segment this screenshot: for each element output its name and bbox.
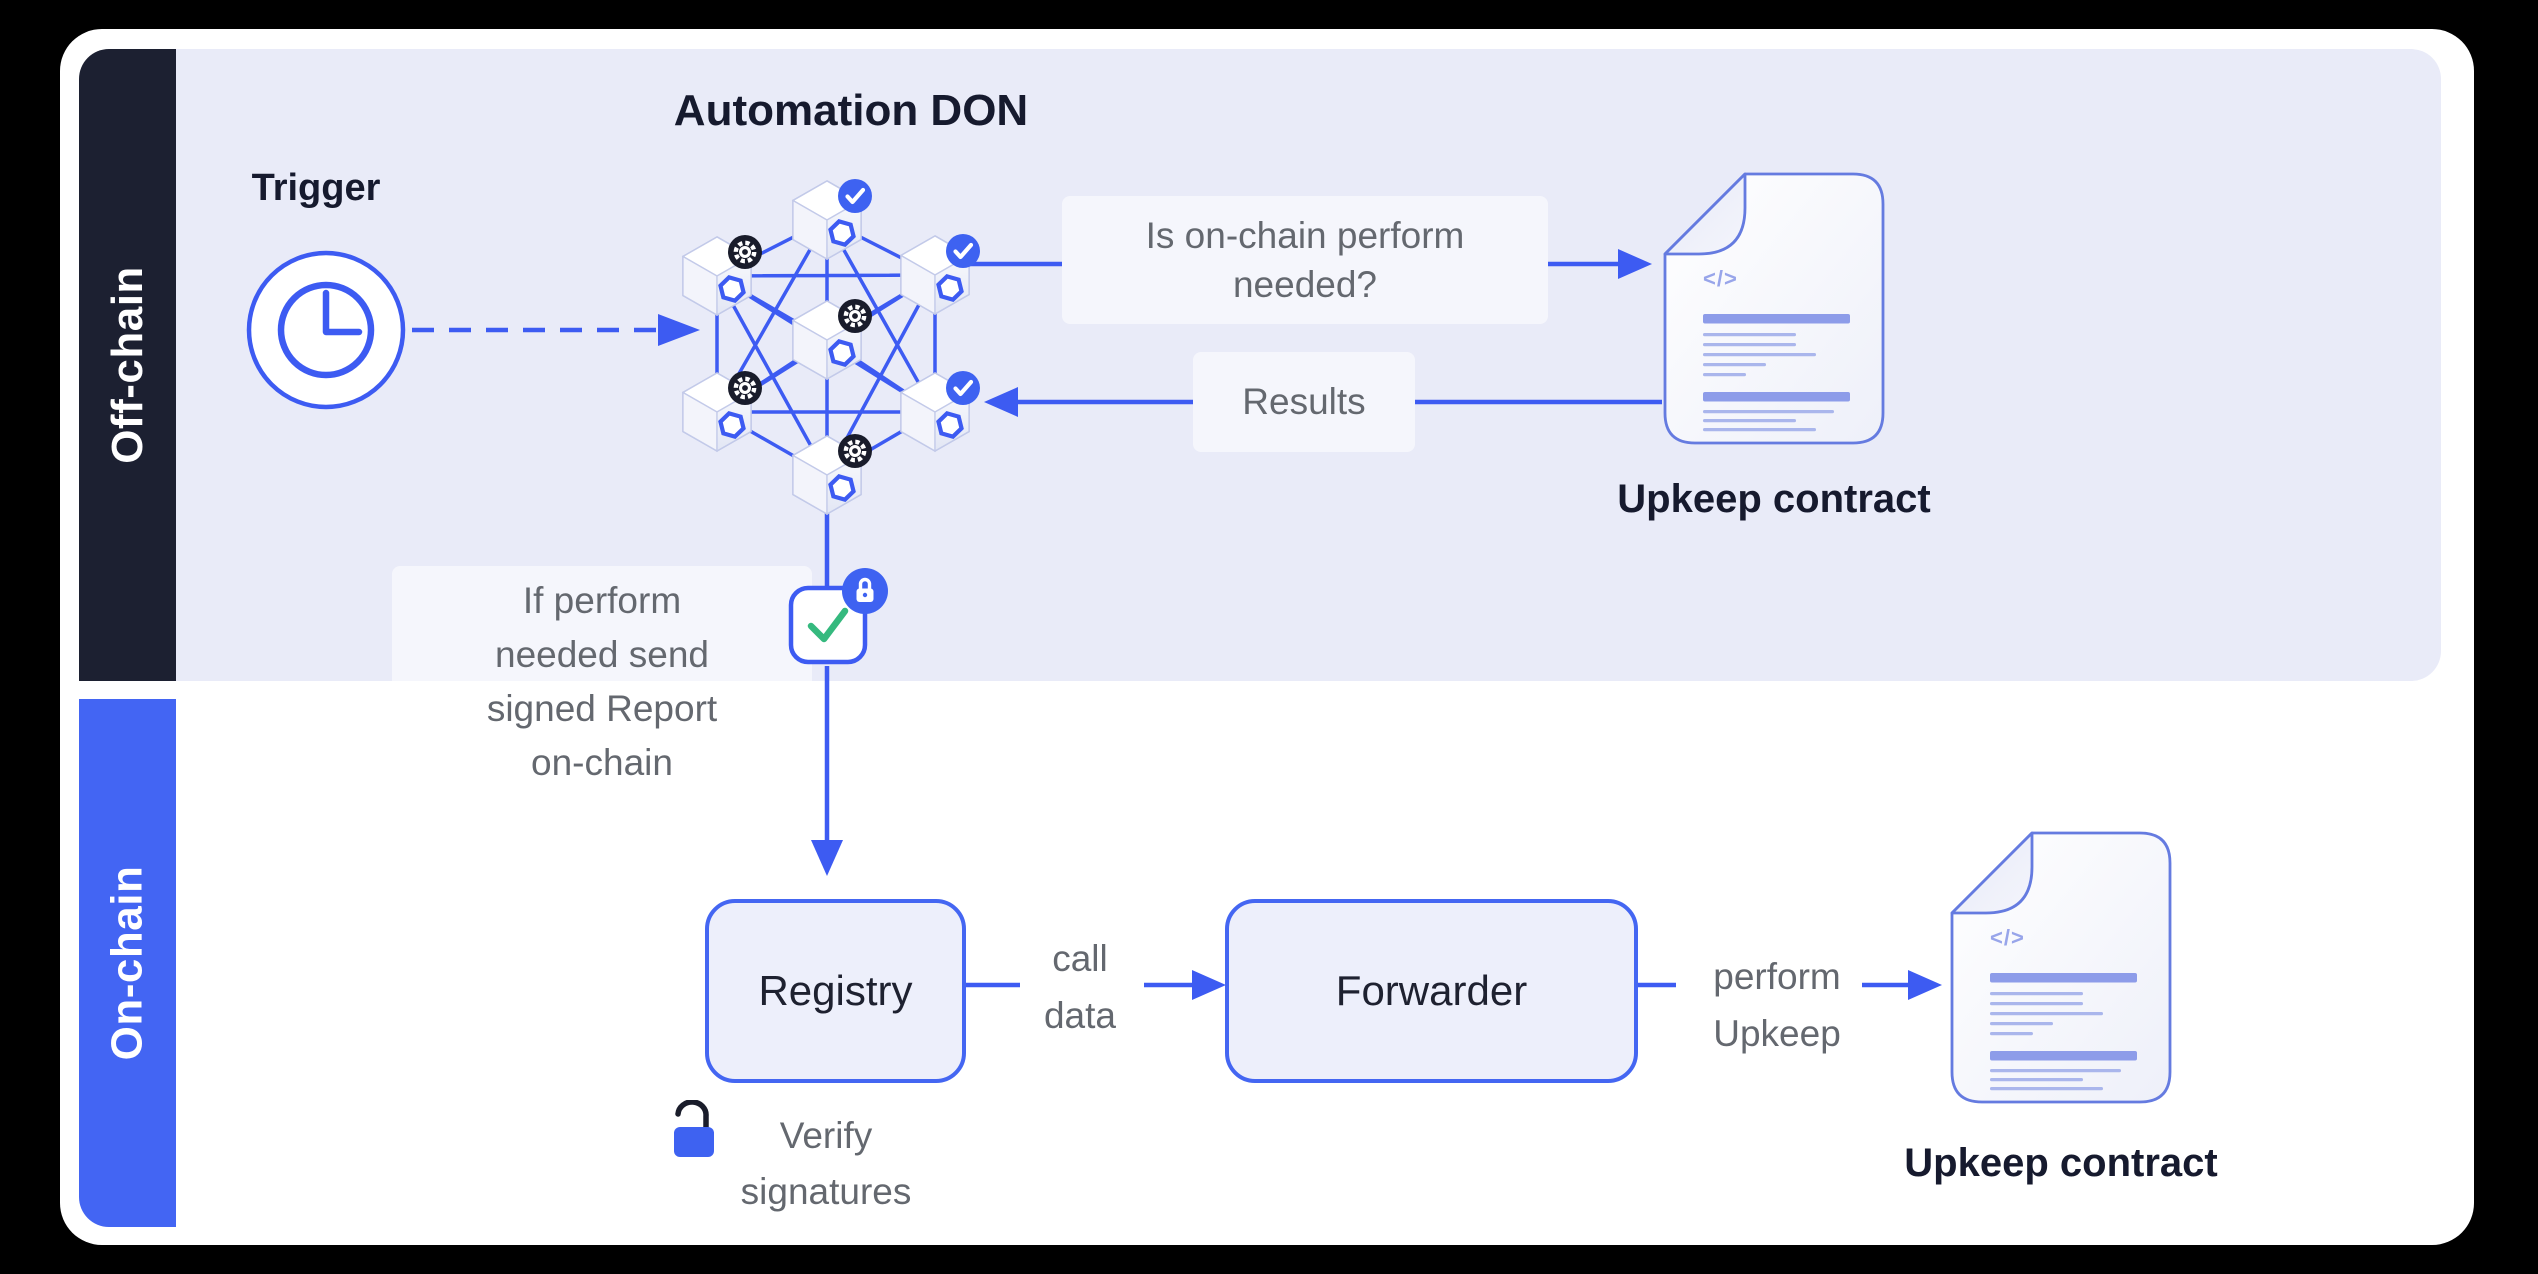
lock-icon: [856, 577, 874, 602]
results-label-container: Results: [1193, 352, 1415, 452]
registry-label: Registry: [758, 967, 913, 1014]
forwarder-label: Forwarder: [1335, 967, 1528, 1014]
note-line-1: If perform: [522, 580, 682, 621]
open-padlock-icon: [674, 1100, 714, 1157]
automation-don-network: [600, 140, 1080, 560]
signed-report-note: If perform needed send signed Report on-…: [392, 566, 812, 798]
automation-don-title: Automation DON: [673, 86, 1029, 135]
gear-badge-center-node: [838, 299, 872, 333]
perform-line-2: Upkeep: [1713, 1013, 1841, 1054]
green-check-icon: [807, 607, 849, 643]
perform-line-1: perform: [1713, 956, 1841, 997]
verify-signatures-label: Verify signatures: [721, 1108, 931, 1220]
check-badge-top-node: [838, 179, 872, 213]
onchain-sidebar-label: On-chain: [102, 865, 152, 1061]
offchain-sidebar-label: Off-chain: [102, 266, 152, 464]
check-badge-upper-right-node: [946, 234, 980, 268]
gear-badge-upper-left-node: [728, 235, 762, 269]
forwarder-box: Forwarder: [1225, 899, 1638, 1083]
question-label: Is on-chain perform needed?: [1062, 196, 1548, 324]
registry-box: Registry: [705, 899, 966, 1083]
clock-trigger-icon: [246, 250, 406, 410]
note-line-2: needed send: [495, 634, 709, 675]
upkeep-contract-label-onchain: Upkeep contract: [1904, 1141, 2218, 1185]
verify-line-1: Verify: [779, 1115, 873, 1156]
offchain-sidebar: Off-chain: [79, 49, 176, 681]
question-line-2: needed?: [1232, 264, 1378, 305]
trigger-label: Trigger: [251, 167, 381, 209]
results-label: Results: [1242, 381, 1366, 422]
question-line-1: Is on-chain perform: [1145, 215, 1465, 256]
signed-report-icon: [788, 568, 888, 665]
upkeep-contract-icon-onchain: [1950, 831, 2172, 1104]
call-data-line-2: data: [1043, 995, 1116, 1036]
note-line-3: signed Report: [486, 688, 718, 729]
upkeep-contract-icon-offchain: [1663, 172, 1885, 445]
note-line-4: on-chain: [531, 742, 673, 783]
call-data-label: call data: [1000, 930, 1160, 1044]
check-badge-lower-right-node: [946, 371, 980, 405]
gear-badge-bottom-node: [838, 434, 872, 468]
upkeep-contract-label-offchain: Upkeep contract: [1617, 477, 1931, 521]
onchain-sidebar: On-chain: [79, 699, 176, 1227]
gear-badge-lower-left-node: [728, 371, 762, 405]
perform-upkeep-label: perform Upkeep: [1687, 948, 1867, 1062]
verify-line-2: signatures: [740, 1171, 912, 1212]
call-data-line-1: call: [1052, 938, 1108, 979]
